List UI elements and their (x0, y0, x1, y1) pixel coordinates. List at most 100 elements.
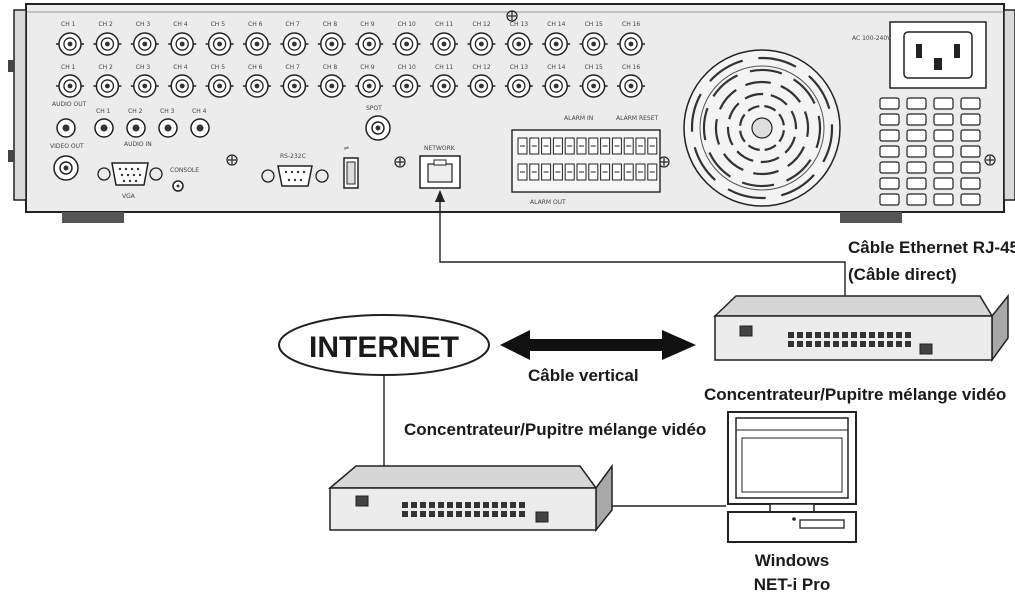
right-rack-ear (1003, 9, 1015, 201)
video-in-top-ch13[interactable] (504, 32, 533, 56)
ethernet-arrow-head (435, 190, 445, 202)
bottom-ch-label: CH 5 (211, 64, 226, 71)
spot-label: SPOT (366, 105, 382, 112)
audio-in-ch-label: CH 4 (192, 108, 207, 115)
bottom-ch-label: CH 7 (285, 64, 300, 71)
bottom-ch-label: CH 4 (173, 64, 188, 71)
console-label: CONSOLE (170, 167, 199, 174)
video-in-top-ch6[interactable] (243, 32, 271, 56)
hub-left (327, 463, 613, 533)
ethernet-cable (439, 196, 846, 300)
bottom-ch-label: CH 14 (547, 64, 565, 71)
video-in-top-ch2[interactable] (93, 32, 122, 56)
usb-icon: ⇌ (344, 145, 349, 152)
alarm-in-label: ALARM IN (564, 115, 593, 122)
video-in-top-ch4[interactable] (168, 32, 197, 56)
top-ch-label: CH 6 (248, 21, 263, 28)
video-in-top-ch15[interactable] (579, 32, 608, 56)
video-in-row-top (56, 32, 645, 56)
video-in-top-ch9[interactable] (355, 32, 384, 56)
video-in-bottom-ch9[interactable] (355, 74, 384, 98)
audio-out-port[interactable] (56, 118, 76, 138)
audio-in-labels: CH 1 CH 2 CH 3 CH 4 (96, 108, 207, 115)
video-in-top-ch11[interactable] (430, 32, 458, 56)
video-in-bottom-ch2[interactable] (93, 74, 122, 98)
video-in-bottom-ch11[interactable] (430, 74, 458, 98)
internet-label: INTERNET (309, 331, 459, 364)
left-rack-ear (13, 9, 27, 201)
direct-cable-label: (Câble direct) (848, 265, 957, 284)
video-in-top-ch5[interactable] (205, 32, 234, 56)
video-in-top-ch10[interactable] (392, 32, 421, 56)
video-in-bottom-ch15[interactable] (579, 74, 608, 98)
usb-port[interactable] (343, 157, 359, 189)
top-ch-label: CH 14 (547, 21, 565, 28)
video-out-port[interactable] (53, 155, 79, 181)
bottom-ch-label: CH 12 (472, 64, 490, 71)
video-in-bottom-ch16[interactable] (617, 74, 645, 98)
video-in-bottom-ch10[interactable] (392, 74, 421, 98)
bottom-ch-label: CH 8 (323, 64, 338, 71)
audio-in-ch-label: CH 2 (128, 108, 143, 115)
video-in-bottom-ch5[interactable] (205, 74, 234, 98)
video-in-bottom-ch1[interactable] (56, 74, 84, 98)
video-in-top-ch12[interactable] (467, 32, 496, 56)
video-in-bottom-ch8[interactable] (317, 74, 346, 98)
audio-in-ch-label: CH 1 (96, 108, 111, 115)
video-in-top-ch16[interactable] (617, 32, 645, 56)
video-in-top-ch1[interactable] (56, 32, 84, 56)
hub-right (713, 293, 1009, 363)
hub-right-caption: Concentrateur/Pupitre mélange vidéo (704, 385, 1006, 404)
audio-in-ch-label: CH 3 (160, 108, 175, 115)
top-ch-label: CH 15 (585, 21, 603, 28)
top-ch-label: CH 1 (61, 21, 76, 28)
video-in-row-bottom (56, 74, 645, 98)
panel-screws (226, 10, 996, 168)
video-out-label: VIDEO OUT (50, 143, 84, 150)
video-in-bottom-ch3[interactable] (130, 74, 159, 98)
dvr-foot-right (840, 212, 902, 223)
video-in-bottom-ch14[interactable] (542, 74, 571, 98)
audio-in-port-ch2[interactable] (126, 118, 146, 138)
vent-grid (879, 97, 981, 206)
audio-in-group-label: AUDIO IN (124, 141, 152, 148)
network-label: NETWORK (424, 145, 456, 152)
network-port[interactable] (419, 155, 461, 189)
alarm-reset-label: ALARM RESET (616, 115, 659, 122)
power-inlet[interactable] (889, 21, 987, 89)
rs232c-label: RS-232C (280, 153, 306, 160)
video-in-top-ch3[interactable] (130, 32, 159, 56)
top-ch-label: CH 12 (472, 21, 490, 28)
alarm-terminal-block (511, 129, 661, 193)
top-ch-label: CH 8 (323, 21, 338, 28)
alarm-out-label: ALARM OUT (530, 199, 566, 206)
top-ch-label: CH 2 (98, 21, 113, 28)
top-ch-label: CH 9 (360, 21, 375, 28)
video-in-bottom-ch6[interactable] (243, 74, 271, 98)
video-in-bottom-ch13[interactable] (504, 74, 533, 98)
bottom-ch-label: CH 3 (136, 64, 151, 71)
video-in-top-ch14[interactable] (542, 32, 571, 56)
bottom-ch-label: CH 13 (510, 64, 528, 71)
top-ch-label: CH 11 (435, 21, 453, 28)
video-in-bottom-ch12[interactable] (467, 74, 496, 98)
audio-in-port-ch4[interactable] (190, 118, 210, 138)
bottom-ch-label: CH 16 (622, 64, 640, 71)
bottom-ch-label: CH 1 (61, 64, 76, 71)
video-in-top-ch8[interactable] (317, 32, 346, 56)
console-port[interactable] (172, 180, 184, 192)
audio-in-port-ch3[interactable] (158, 118, 178, 138)
spot-port[interactable] (365, 115, 391, 141)
video-in-bottom-ch4[interactable] (168, 74, 197, 98)
audio-in-port-ch1[interactable] (94, 118, 114, 138)
bottom-ch-label: CH 9 (360, 64, 375, 71)
cooling-fan-grille (683, 49, 841, 207)
audio-in-ports (94, 118, 210, 138)
rs232c-port[interactable] (261, 165, 329, 187)
hub-left-caption: Concentrateur/Pupitre mélange vidéo (404, 420, 706, 439)
video-in-bottom-ch7[interactable] (280, 74, 309, 98)
vga-port[interactable] (97, 162, 163, 186)
video-in-top-ch7[interactable] (280, 32, 309, 56)
